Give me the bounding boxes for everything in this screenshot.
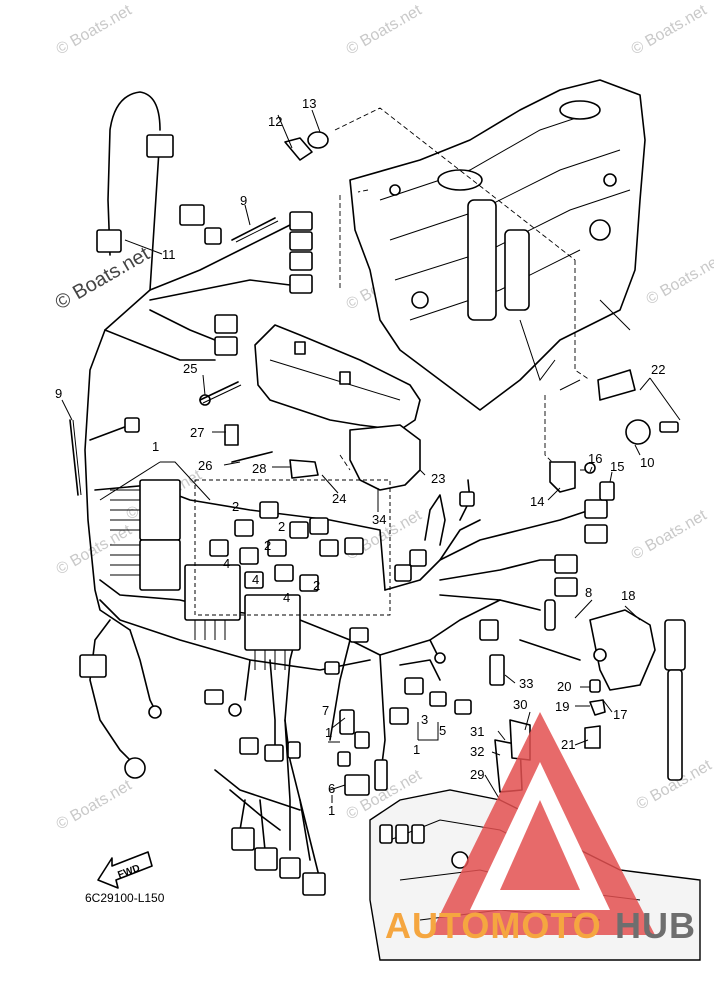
callout-number: 20 bbox=[557, 679, 571, 694]
callout-number: 30 bbox=[513, 697, 527, 712]
callout-number: 25 bbox=[183, 361, 197, 376]
zip-ties bbox=[69, 217, 279, 496]
callout-number: 1 bbox=[413, 742, 420, 757]
callout-number: 14 bbox=[530, 494, 544, 509]
part-code: 6C29100-L150 bbox=[85, 891, 165, 905]
callout-number: 22 bbox=[651, 362, 665, 377]
callout-number: 28 bbox=[252, 461, 266, 476]
leader-lines bbox=[61, 109, 681, 803]
brand-text-part1: AUTOMOTO bbox=[385, 905, 602, 946]
callout-number: 32 bbox=[470, 744, 484, 759]
callout-number: 2 bbox=[264, 538, 271, 553]
callout-number: 13 bbox=[302, 96, 316, 111]
callout-number: 1 bbox=[152, 439, 159, 454]
watermark: © Boats.net bbox=[629, 507, 711, 564]
callout-number: 9 bbox=[55, 386, 62, 401]
callout-number: 7 bbox=[322, 703, 329, 718]
brand-text-part2: HUB bbox=[615, 905, 696, 946]
callout-number: 1 bbox=[328, 803, 335, 818]
callout-number: 4 bbox=[252, 572, 259, 587]
callout-number: 12 bbox=[268, 114, 282, 129]
callout-number: 19 bbox=[555, 699, 569, 714]
callout-number: 11 bbox=[162, 247, 176, 262]
watermark: © Boats.net bbox=[54, 777, 136, 834]
callout-number: 6 bbox=[328, 781, 335, 796]
callout-number: 15 bbox=[610, 459, 624, 474]
callout-number: 3 bbox=[421, 712, 428, 727]
callouts: 1 1 1 1 2 2 2 2 3 4 4 4 5 6 7 8 9 9 10 1… bbox=[55, 96, 665, 818]
automotohub-logo: AUTOMOTO HUB bbox=[385, 712, 696, 946]
engine-block bbox=[349, 79, 646, 411]
callout-number: 27 bbox=[190, 425, 204, 440]
watermark: © Boats.net bbox=[629, 2, 711, 59]
callout-number: 2 bbox=[232, 499, 239, 514]
callout-number: 33 bbox=[519, 676, 533, 691]
callout-number: 29 bbox=[470, 767, 484, 782]
watermark: © Boats.net bbox=[644, 252, 714, 309]
callout-number: 18 bbox=[621, 588, 635, 603]
callout-number: 4 bbox=[223, 556, 230, 571]
watermark: © Boats.net bbox=[344, 2, 426, 59]
connectors bbox=[79, 131, 686, 896]
callout-number: 5 bbox=[439, 723, 446, 738]
callout-number: 23 bbox=[431, 471, 445, 486]
callout-number: 10 bbox=[640, 455, 654, 470]
callout-number: 34 bbox=[372, 512, 386, 527]
callout-number: 24 bbox=[332, 491, 346, 506]
watermark-primary: © Boats.net bbox=[52, 243, 154, 315]
callout-number: 8 bbox=[585, 585, 592, 600]
callout-number: 2 bbox=[278, 519, 285, 534]
callout-number: 1 bbox=[325, 725, 332, 740]
callout-number: 21 bbox=[561, 737, 575, 752]
watermark: © Boats.net bbox=[54, 2, 136, 59]
callout-number: 26 bbox=[198, 458, 212, 473]
callout-number: 31 bbox=[470, 724, 484, 739]
callout-number: 17 bbox=[613, 707, 627, 722]
callout-number: 4 bbox=[283, 590, 290, 605]
fwd-arrow-icon: FWD bbox=[97, 851, 153, 889]
callout-number: 16 bbox=[588, 451, 602, 466]
callout-number: 9 bbox=[240, 193, 247, 208]
callout-number: 2 bbox=[313, 578, 320, 593]
harness-cover bbox=[254, 324, 421, 491]
